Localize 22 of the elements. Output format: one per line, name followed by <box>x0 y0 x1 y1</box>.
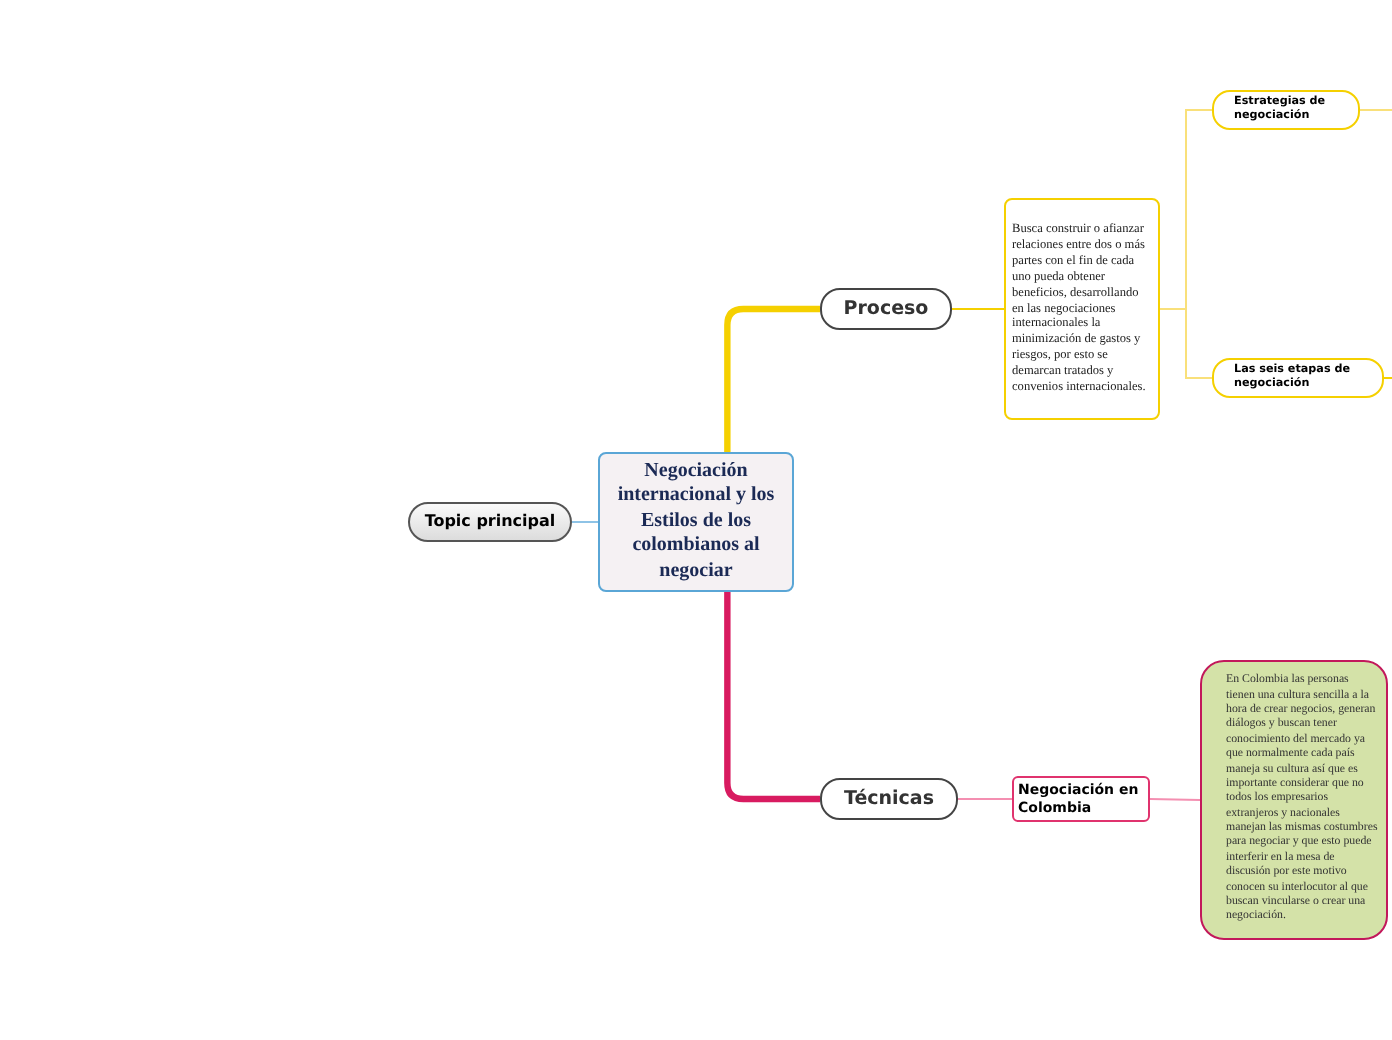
topic-box <box>408 502 572 542</box>
topic-box <box>1012 776 1150 822</box>
node-text: Negociación internacional y los Estilos de los colombianos al negociar <box>615 459 777 585</box>
connector-line <box>724 592 820 803</box>
connector-line <box>1159 308 1213 379</box>
connector-line <box>571 521 599 523</box>
topic-box <box>598 452 794 592</box>
topic-box <box>1004 198 1160 420</box>
topic-box <box>1200 660 1388 940</box>
topic-box <box>1212 90 1360 130</box>
node-text: Técnicas <box>843 787 934 811</box>
connector-line <box>1149 798 1201 801</box>
topic-box <box>1212 358 1384 398</box>
topic-box <box>820 778 958 820</box>
connector-line <box>724 305 820 452</box>
connector-line <box>951 308 1005 310</box>
topic-box <box>820 288 952 330</box>
node-text: Proceso <box>843 297 929 321</box>
connector-line <box>957 798 1013 800</box>
connector-line <box>1383 377 1392 379</box>
connector-line <box>1359 109 1392 111</box>
node-text: Topic principal <box>424 512 556 532</box>
